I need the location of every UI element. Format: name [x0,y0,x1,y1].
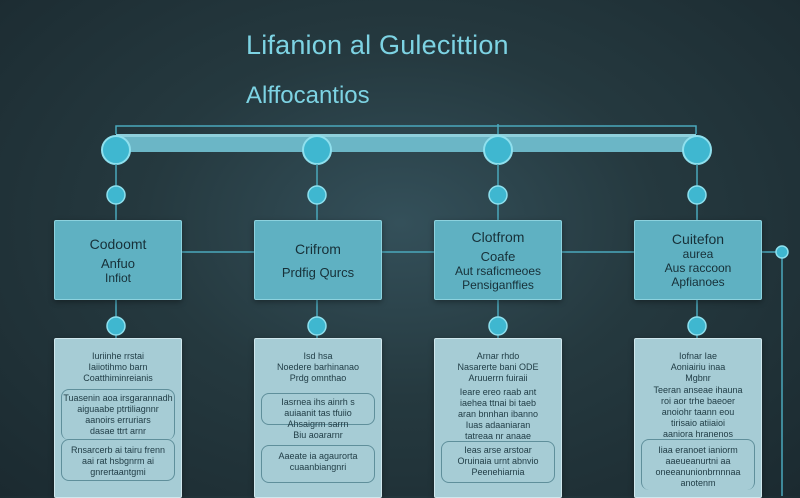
detail-card-2: Isd hsa Noedere barhinanao Prdg omnthao … [254,338,382,498]
card-frame [641,439,755,490]
card-text: Peenehiarnia [471,467,525,477]
card-text: iaehea ttnai bi taeb [459,398,537,408]
card-frame [61,389,175,440]
page-title: Lifanion al Gulecittion [246,30,509,60]
page-subtitle: Alffocantios [246,82,370,109]
stage-label: Coafe [480,248,516,264]
card-text: Tuasenin aoa irsgarannadh [63,393,173,403]
stage-box-1: Codoomt Anfuo Infiot [54,220,182,300]
card-text: tatreaa nr anaae [464,431,532,441]
card-text: aran bnnhan ibanno [457,409,539,419]
stage-label: Aut rsaficmeoes [454,263,542,278]
card-text: Rnsarcerb ai tairu frenn [70,445,166,455]
stage-box-3: Clotfrom Coafe Aut rsaficmeoes Pensiganf… [434,220,562,300]
card-text: oneeanunionbrnnnaa [655,467,741,477]
detail-card-4: Iofnar Iae Aoniairiu inaa Mgbnr Teeran a… [634,338,762,498]
card-text: aanoirs erruriars [85,415,151,425]
card-text: Nasarerte bani ODE [457,362,539,372]
card-text: Iuas adaaniaran [465,420,531,430]
card-text: Iuriinhe rrstai [91,351,145,361]
card-text: Iiaa eranoet ianiorm [658,445,738,455]
stage-label: Anfuo [101,255,135,271]
stage-label: Codoomt [89,235,147,252]
detail-card-3: Arnar rhdo Nasarerte bani ODE Aruuerrn f… [434,338,562,498]
card-text: Aaeate ia agaurorta [278,451,358,461]
card-frame [61,439,175,481]
card-text: Iofnar Iae [678,351,718,361]
stage-label: Prdfig Qurcs [281,264,355,280]
card-text: aaniora hranenos [662,429,734,439]
card-text: Iaiiotihmo barn [88,362,148,372]
card-text: aaeueanurtni aa [665,456,731,466]
stage-label: Cuitefon [671,231,725,247]
stage-label: Crifrom [295,240,341,257]
card-text: aai rat hsbgnrm ai [81,456,155,466]
card-text: Coatthiminreianis [83,373,153,383]
card-frame [441,441,555,483]
detail-card-1: Iuriinhe rrstai Iaiiotihmo barn Coatthim… [54,338,182,498]
card-text: anoiohr taann eou [661,407,735,417]
card-text: Ahsaigrm sarrn [287,419,349,429]
stage-label: aurea [682,247,714,261]
card-text: gnrertaantgmi [90,467,146,477]
card-text: Isd hsa [303,351,333,361]
card-text: Noedere barhinanao [276,362,360,372]
stage-label: Clotfrom [471,228,525,245]
stage-label: Pensiganffies [462,277,534,292]
card-text: roi aor trhe baeoer [660,396,736,406]
stage-box-4: Cuitefon aurea Aus raccoon Apfianoes [634,220,762,300]
card-text: Aoniairiu inaa [670,362,726,372]
stage-label: Apfianoes [671,275,725,289]
stage-box-2: Crifrom Prdfig Qurcs [254,220,382,300]
card-text: Arnar rhdo [476,351,520,361]
card-text: Prdg omnthao [289,373,347,383]
card-text: auiaanit tas tfuiio [284,408,352,418]
stage-label: Infiot [104,270,131,285]
card-frame [261,393,375,425]
card-text: Teeran anseae ihauna [653,385,743,395]
card-text: Aruuerrn fuiraii [468,373,528,383]
card-text: Ieas arse arstoar [464,445,532,455]
card-text: Iasrnea ihs ainrh s [281,397,355,407]
card-text: Biu aoararnr [293,430,343,440]
card-text: Mgbnr [685,373,711,383]
card-frame [261,445,375,483]
card-text: tirisaio atiiaioi [670,418,726,428]
card-text: dasae ttrt arnr [89,426,147,436]
stage-label: Aus raccoon [664,261,732,275]
card-text: cuaanbiangnri [289,462,347,472]
card-text: aiguaabe ptrtiliagnnr [77,404,159,414]
card-text: Oruinaia urnt abnvio [457,456,539,466]
card-text: anotenm [680,478,716,488]
card-text: Ieare ereo raab ant [459,387,537,397]
